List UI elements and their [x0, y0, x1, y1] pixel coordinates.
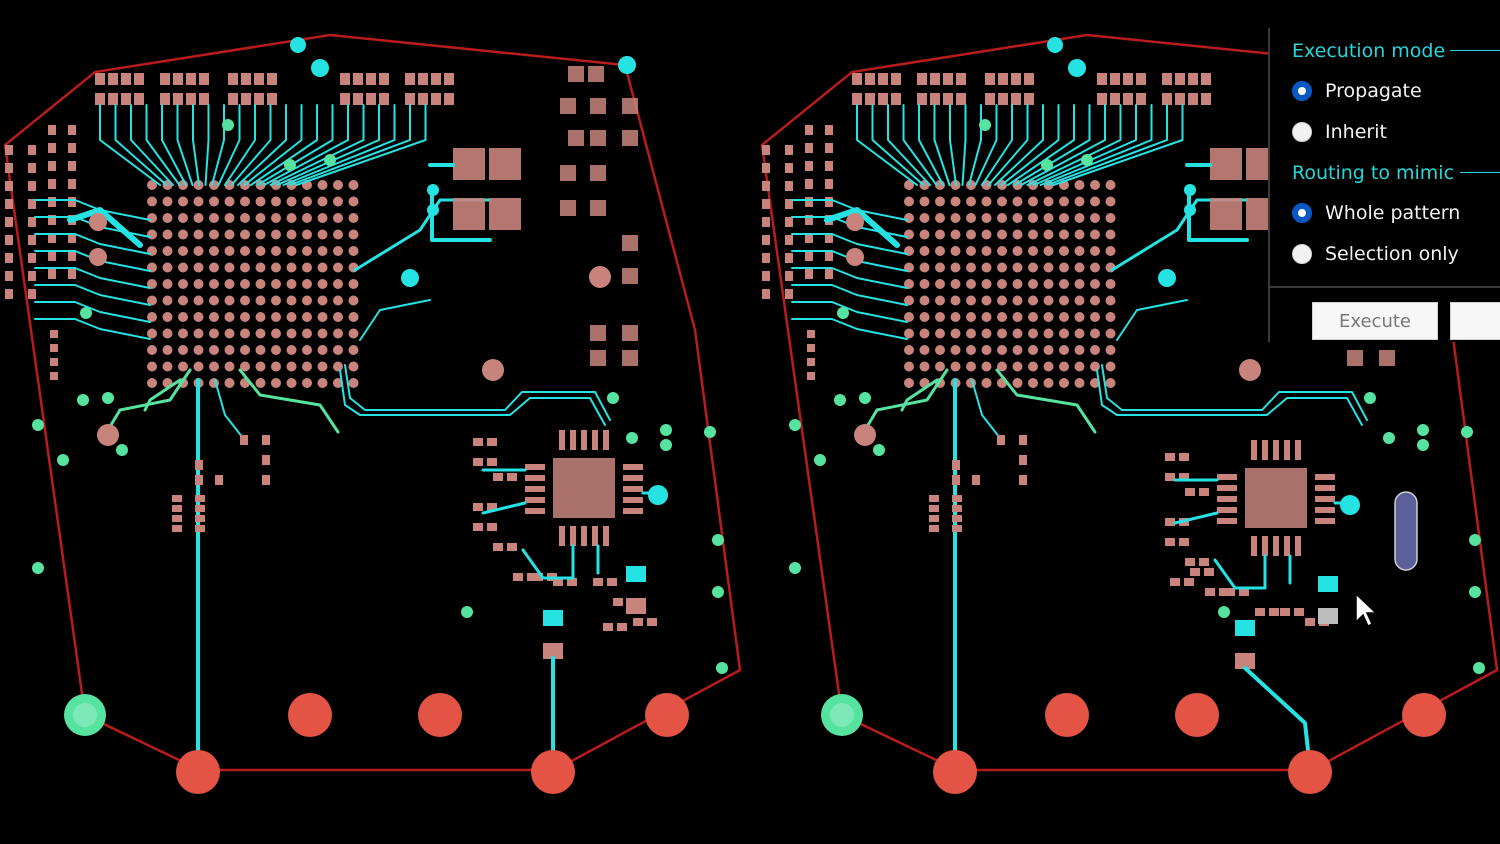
qfn-component[interactable] [473, 430, 668, 659]
radio-selected-icon[interactable] [1292, 203, 1312, 223]
radio-inherit[interactable]: Inherit [1292, 117, 1387, 147]
radio-unselected-icon[interactable] [1292, 244, 1312, 264]
radio-inherit-label: Inherit [1325, 121, 1387, 143]
selection-handle[interactable] [1394, 491, 1418, 571]
routing-to-mimic-title: Routing to mimic [1292, 162, 1455, 184]
mimic-options-panel: Execution mode Propagate Inherit Routing… [1268, 28, 1500, 342]
radio-whole-pattern-label: Whole pattern [1325, 202, 1461, 224]
execution-mode-title: Execution mode [1292, 40, 1446, 62]
routing-to-mimic-divider [1460, 172, 1500, 173]
radio-unselected-icon[interactable] [1292, 122, 1312, 142]
radio-propagate[interactable]: Propagate [1292, 76, 1422, 106]
board-copy-left [3, 33, 742, 794]
execute-button[interactable]: Execute [1312, 302, 1438, 340]
radio-selection-only-label: Selection only [1325, 243, 1459, 265]
execution-mode-divider [1450, 50, 1500, 51]
radio-selected-icon[interactable] [1292, 81, 1312, 101]
radio-whole-pattern[interactable]: Whole pattern [1292, 198, 1460, 228]
mouse-cursor-icon [1355, 592, 1378, 628]
secondary-button[interactable]: E [1450, 302, 1500, 340]
panel-frame-bottom [1270, 286, 1500, 288]
radio-propagate-label: Propagate [1325, 80, 1422, 102]
radio-selection-only[interactable]: Selection only [1292, 239, 1459, 269]
qfn-component[interactable] [1165, 440, 1360, 669]
